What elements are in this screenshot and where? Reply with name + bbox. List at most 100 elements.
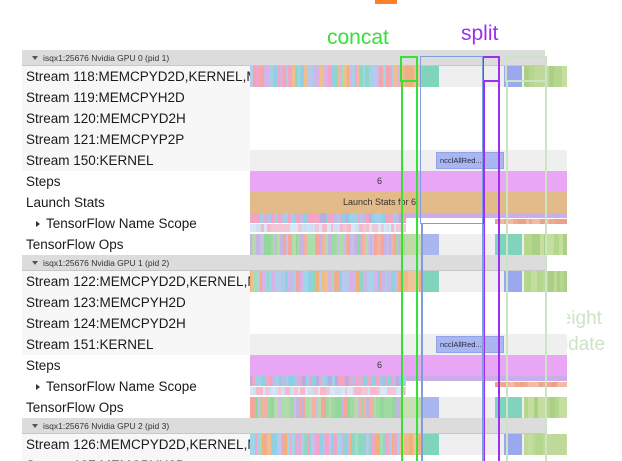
trace-slice <box>561 66 567 87</box>
timeline-track[interactable] <box>250 455 567 461</box>
timeline-row[interactable]: Stream 118:MEMCPYD2D,KERNEL,MI <box>22 66 622 87</box>
row-label-tensorflow-ops[interactable]: TensorFlow Ops <box>22 397 250 418</box>
trace-slice <box>316 213 321 223</box>
timeline-track[interactable]: Launch Stats for 6 <box>250 192 567 213</box>
row-label-stream-150-kernel[interactable]: Stream 150:KERNEL <box>22 150 250 171</box>
group-header-row[interactable]: isqx1:25676 Nvidia GPU 2 (pid 3) <box>22 418 545 434</box>
trace-slice <box>348 66 352 87</box>
caret-right-icon[interactable] <box>36 220 40 227</box>
timeline-row[interactable]: Stream 121:MEMCPYP2P <box>22 129 622 150</box>
trace-slice <box>282 66 285 87</box>
trace-slice <box>356 66 360 87</box>
row-label-stream-124-memcpyd2h[interactable]: Stream 124:MEMCPYD2H <box>22 313 250 334</box>
name-scope-bar[interactable] <box>406 213 567 218</box>
trace-slice <box>391 434 394 455</box>
timeline-track[interactable]: ncclAllRed... <box>250 334 567 355</box>
steps-bar[interactable] <box>250 171 567 192</box>
timeline-track[interactable]: 6 <box>250 355 567 376</box>
row-label-stream-121-memcpyp2p[interactable]: Stream 121:MEMCPYP2P <box>22 129 250 150</box>
trace-slice <box>335 397 338 418</box>
caret-down-icon[interactable] <box>32 423 38 428</box>
row-label-tensorflow-name-scope[interactable]: TensorFlow Name Scope <box>22 213 250 234</box>
trace-slice <box>334 213 337 223</box>
trace-slice <box>274 397 279 418</box>
row-label-steps[interactable]: Steps <box>22 355 250 376</box>
timeline-row[interactable]: Stream 124:MEMCPYD2H <box>22 313 622 334</box>
trace-slice <box>326 397 330 418</box>
caret-right-icon[interactable] <box>36 383 40 390</box>
trace-slice <box>262 376 266 386</box>
trace-slice <box>304 387 309 395</box>
timeline-row[interactable]: Stream 123:MEMCPYH2D <box>22 292 622 313</box>
timeline-track[interactable] <box>250 376 567 397</box>
row-label-stream-127-memcpyh2d[interactable]: Stream 127:MEMCPYH2D <box>22 455 250 461</box>
timeline-track[interactable]: ncclAllRed... <box>250 150 567 171</box>
launch-stats-bar[interactable] <box>250 192 567 213</box>
timeline-track[interactable] <box>250 66 567 87</box>
timeline-track[interactable] <box>250 87 567 108</box>
trace-slice <box>274 213 278 223</box>
timeline-track[interactable] <box>250 292 567 313</box>
row-label-tensorflow-ops[interactable]: TensorFlow Ops <box>22 234 250 255</box>
trace-slice <box>342 434 345 455</box>
steps-bar[interactable] <box>250 355 567 376</box>
timeline-track[interactable] <box>250 397 567 418</box>
row-label-launch-stats[interactable]: Launch Stats <box>22 192 250 213</box>
timeline-row[interactable]: Stream 119:MEMCPYH2D <box>22 87 622 108</box>
timeline-track[interactable] <box>250 271 567 292</box>
row-label-stream-126-memcpyd2d-kernel-mi[interactable]: Stream 126:MEMCPYD2D,KERNEL,MI <box>22 434 250 455</box>
row-label-stream-120-memcpyd2h[interactable]: Stream 120:MEMCPYD2H <box>22 108 250 129</box>
timeline-track[interactable] <box>250 213 567 234</box>
caret-down-icon[interactable] <box>32 260 38 265</box>
timeline-track[interactable] <box>250 129 567 150</box>
timeline-row[interactable]: Stream 122:MEMCPYD2D,KERNEL,MI <box>22 271 622 292</box>
timeline-track[interactable]: 6 <box>250 171 567 192</box>
trace-slice <box>348 376 353 386</box>
trace-slice <box>320 376 325 386</box>
timeline-row[interactable]: TensorFlow Name Scope <box>22 376 622 397</box>
row-label-stream-118-memcpyd2d-kernel-mi[interactable]: Stream 118:MEMCPYD2D,KERNEL,MI <box>22 66 250 87</box>
timeline-track[interactable] <box>250 434 567 455</box>
timeline-track[interactable] <box>250 108 567 129</box>
timeline-row[interactable]: Stream 150:KERNEL ncclAllRed... <box>22 150 622 171</box>
row-label-tensorflow-name-scope[interactable]: TensorFlow Name Scope <box>22 376 250 397</box>
trace-slice <box>562 219 567 224</box>
row-label-stream-122-memcpyd2d-kernel-mi[interactable]: Stream 122:MEMCPYD2D,KERNEL,MI <box>22 271 250 292</box>
trace-slice <box>286 376 289 386</box>
timeline-row[interactable]: TensorFlow Ops <box>22 234 622 255</box>
trace-slice <box>329 397 332 418</box>
trace-slice <box>347 397 350 418</box>
trace-slice <box>306 66 311 87</box>
nccl-allreduce-block[interactable]: ncclAllRed... <box>436 336 504 353</box>
nccl-allreduce-block[interactable]: ncclAllRed... <box>436 152 504 169</box>
trace-slice <box>295 234 298 255</box>
timeline-row[interactable]: Stream 127:MEMCPYH2D <box>22 455 622 461</box>
timeline-row[interactable]: Stream 151:KERNEL ncclAllRed... <box>22 334 622 355</box>
timeline-track[interactable] <box>250 313 567 334</box>
group-header-row[interactable]: isqx1:25676 Nvidia GPU 1 (pid 2) <box>22 255 545 271</box>
row-label-text: Stream 122:MEMCPYD2D,KERNEL,MI <box>26 274 250 289</box>
trace-slice <box>380 234 384 255</box>
row-label-stream-123-memcpyh2d[interactable]: Stream 123:MEMCPYH2D <box>22 292 250 313</box>
timeline-row[interactable]: TensorFlow Ops <box>22 397 622 418</box>
trace-slice <box>293 224 298 232</box>
timeline-row[interactable]: Stream 120:MEMCPYD2H <box>22 108 622 129</box>
timeline-row[interactable]: Stream 126:MEMCPYD2D,KERNEL,MI <box>22 434 622 455</box>
trace-slice <box>337 376 341 386</box>
name-scope-bar[interactable] <box>406 376 567 381</box>
trace-viewer-panel[interactable]: isqx1:25676 Nvidia GPU 0 (pid 1)Stream 1… <box>22 50 622 461</box>
row-label-steps[interactable]: Steps <box>22 171 250 192</box>
trace-slice <box>292 271 296 292</box>
row-label-stream-119-memcpyh2d[interactable]: Stream 119:MEMCPYH2D <box>22 87 250 108</box>
row-label-stream-151-kernel[interactable]: Stream 151:KERNEL <box>22 334 250 355</box>
caret-down-icon[interactable] <box>32 55 38 60</box>
trace-slice <box>524 434 528 455</box>
group-header-row[interactable]: isqx1:25676 Nvidia GPU 0 (pid 1) <box>22 50 545 66</box>
timeline-track[interactable] <box>250 234 567 255</box>
trace-slice <box>337 271 340 292</box>
trace-slice <box>310 66 314 87</box>
timeline-row[interactable]: TensorFlow Name Scope <box>22 213 622 234</box>
